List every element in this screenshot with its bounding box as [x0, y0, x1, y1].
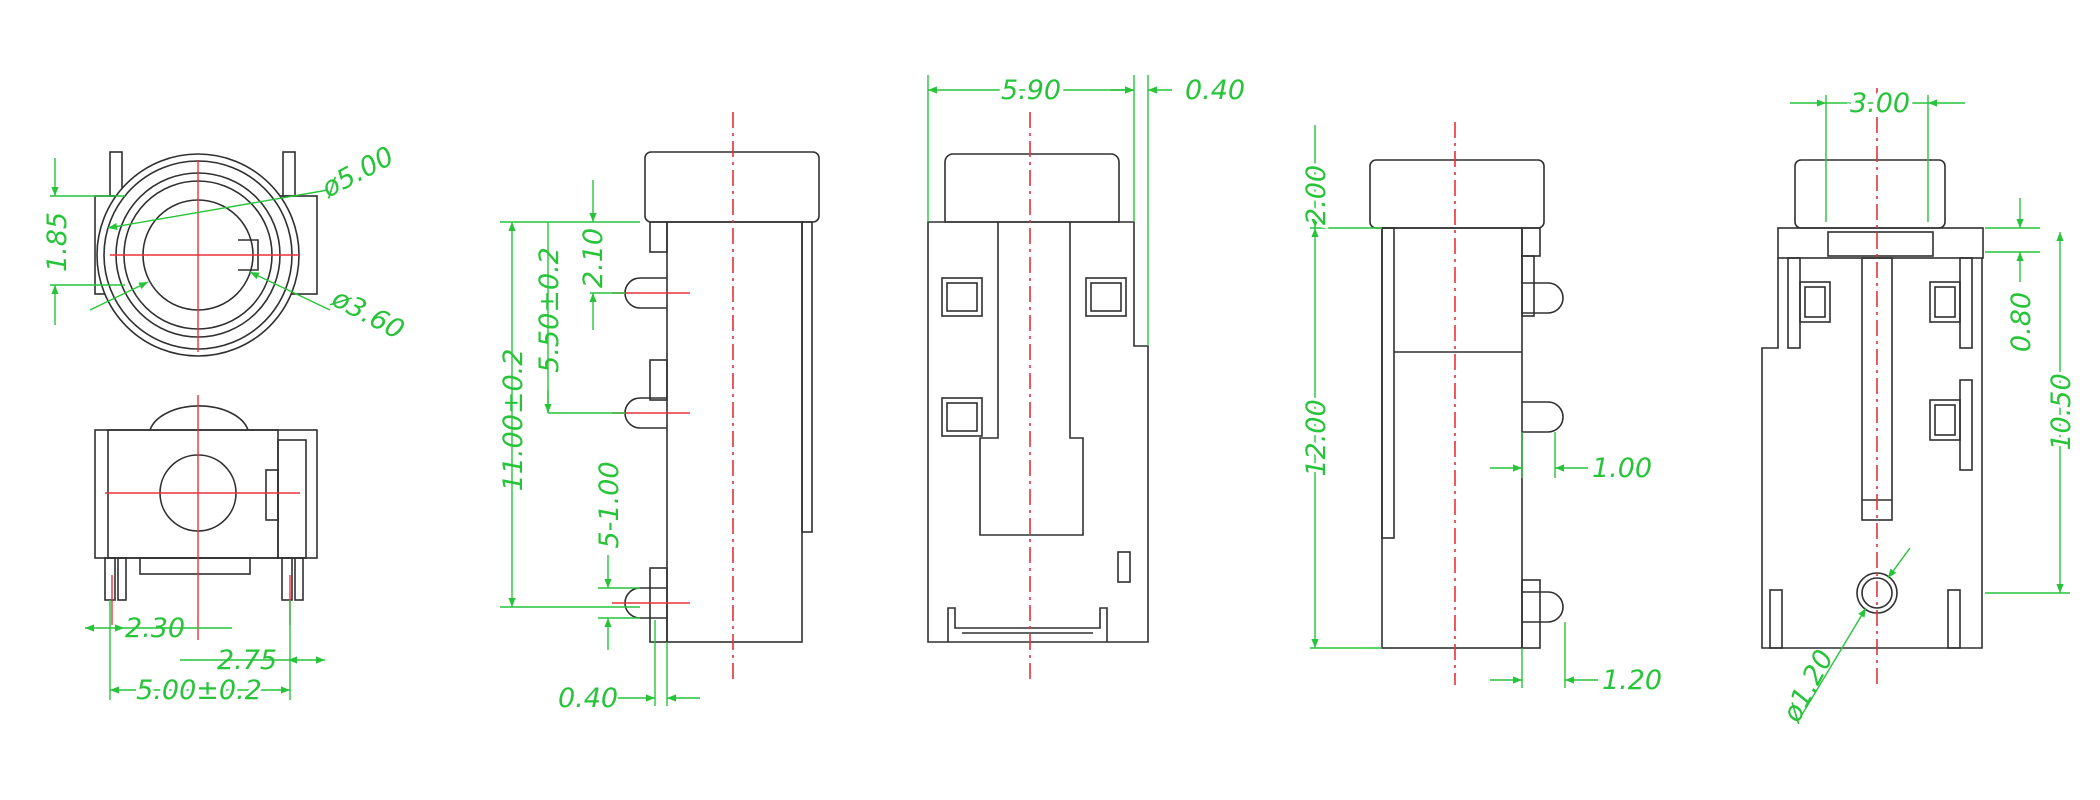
dim-2-75: 2.75 [217, 645, 277, 676]
rear-view: 3.00 0.80 10.50 ø1.20 [1761, 84, 2080, 728]
dim-5-00-tol: 5.00±0.2 [136, 675, 262, 706]
dim-1-85: 1.85 [42, 212, 73, 272]
right-side-view: 2.00 12.00 1.00 1.20 [1298, 122, 1662, 696]
dim-0-40-left: 0.40 [558, 683, 618, 714]
top-view: 5.90 0.40 [927, 71, 1245, 680]
dim-5-1-00: 5-1.00 [594, 461, 625, 548]
dim-3-00: 3.00 [1850, 88, 1910, 119]
dim-0-40-top: 0.40 [1185, 75, 1245, 106]
dim-12-00: 12.00 [1301, 399, 1332, 476]
bottom-view: 2.30 2.75 5.00±0.2 [85, 395, 325, 709]
dim-1-20: 1.20 [1602, 665, 1662, 696]
dim-5-90: 5.90 [1001, 75, 1061, 106]
front-view-top: 1.85 ø5.00 ø3.60 [42, 141, 409, 357]
dim-2-10: 2.10 [578, 228, 609, 288]
dim-1-00: 1.00 [1592, 453, 1652, 484]
dim-dia-5-00: ø5.00 [316, 141, 399, 205]
dim-10-50: 10.50 [2046, 373, 2077, 450]
dim-11-00-tol: 11.00±0.2 [498, 349, 529, 492]
left-side-view: 11.00±0.2 5.50±0.2 2.10 5-1.00 0.40 [498, 112, 820, 714]
dim-dia-3-60: ø3.60 [326, 282, 409, 346]
dim-2-00: 2.00 [1301, 165, 1332, 225]
dim-0-80: 0.80 [2006, 292, 2037, 352]
dim-5-50-tol: 5.50±0.2 [534, 247, 565, 373]
dim-dia-1-20: ø1.20 [1776, 645, 1840, 728]
dim-2-30: 2.30 [125, 613, 185, 644]
